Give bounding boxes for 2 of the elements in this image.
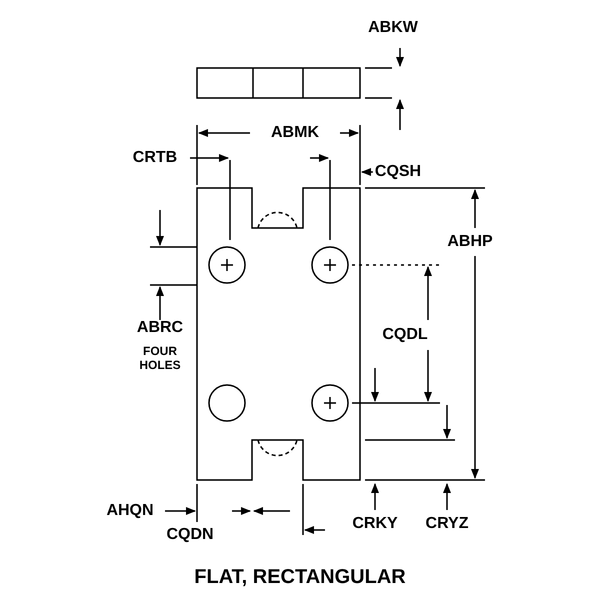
caption: FLAT, RECTANGULAR: [193, 566, 407, 589]
dimension-label: CQDL: [380, 327, 430, 343]
